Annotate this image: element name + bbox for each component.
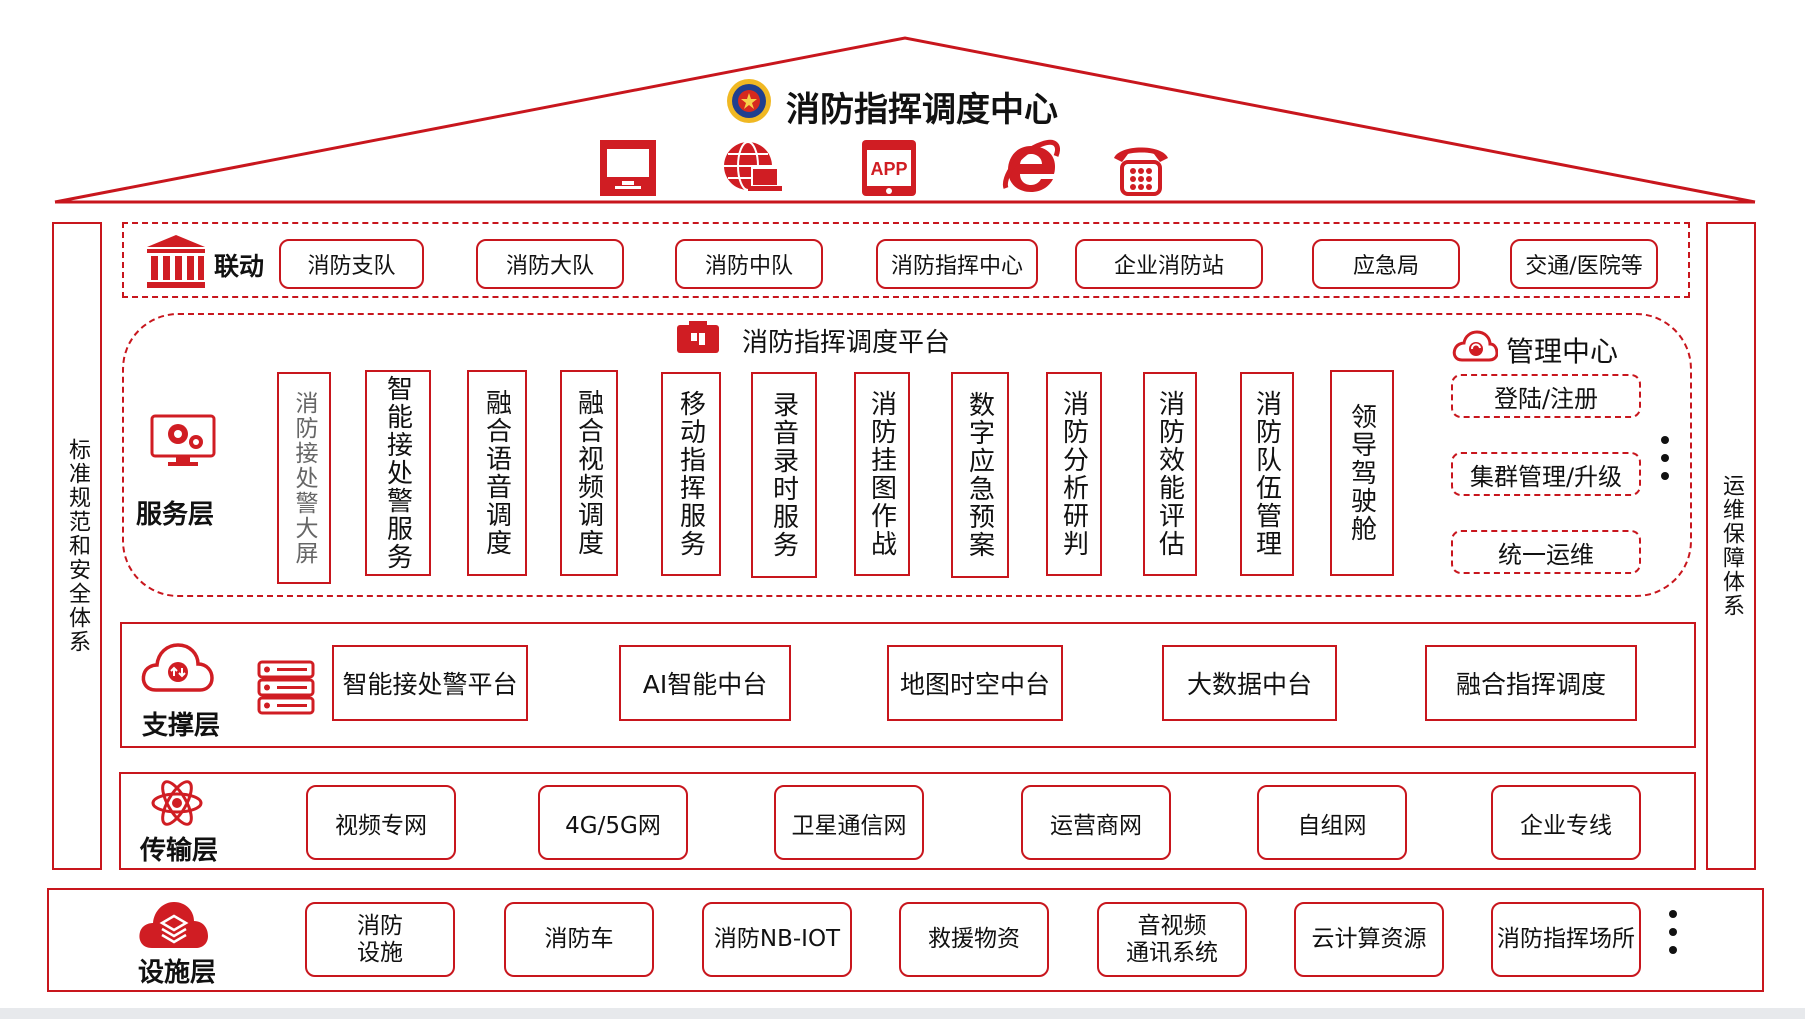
cloud-layers-icon bbox=[136, 896, 212, 952]
linkage-item[interactable]: 交通/医院等 bbox=[1510, 239, 1658, 289]
facility-item-line: 消防指挥场所 bbox=[1497, 926, 1635, 953]
transport-item[interactable]: 4G/5G网 bbox=[538, 785, 688, 860]
service-column[interactable]: 融合语音调度 bbox=[467, 370, 527, 576]
facility-item[interactable]: 消防指挥场所 bbox=[1491, 902, 1641, 977]
service-column[interactable]: 智能接处警服务 bbox=[365, 370, 431, 576]
settings-screen-icon bbox=[150, 412, 218, 470]
facility-item[interactable]: 消防NB-IOT bbox=[702, 902, 852, 977]
more-dots-icon bbox=[1669, 910, 1677, 964]
support-item[interactable]: 智能接处警平台 bbox=[332, 645, 528, 721]
service-column[interactable]: 消防效能评估 bbox=[1143, 372, 1197, 576]
fire-rescue-emblem-icon bbox=[726, 78, 772, 124]
facility-layer-label: 设施层 bbox=[138, 958, 217, 988]
government-building-icon bbox=[145, 233, 207, 289]
bottom-strip bbox=[0, 1008, 1805, 1019]
management-item[interactable]: 登陆/注册 bbox=[1451, 374, 1641, 418]
telephone-icon bbox=[1110, 140, 1172, 196]
transport-item[interactable]: 视频专网 bbox=[306, 785, 456, 860]
management-center-title: 管理中心 bbox=[1506, 335, 1619, 368]
facility-item-line: 救援物资 bbox=[928, 926, 1020, 953]
support-item[interactable]: 大数据中台 bbox=[1162, 645, 1337, 721]
support-layer-label: 支撑层 bbox=[142, 711, 221, 741]
facility-item-line: 消防NB-IOT bbox=[713, 926, 841, 953]
atom-network-icon bbox=[150, 776, 204, 830]
transport-layer bbox=[119, 772, 1696, 870]
linkage-layer bbox=[122, 222, 1690, 298]
service-layer-label: 服务层 bbox=[136, 500, 215, 530]
platform-title: 消防指挥调度平台 bbox=[742, 328, 951, 358]
service-layer bbox=[122, 313, 1692, 597]
management-item[interactable]: 集群管理/升级 bbox=[1451, 452, 1641, 496]
facility-item-line: 音视频 bbox=[1137, 913, 1207, 940]
cloud-transfer-icon bbox=[140, 640, 216, 696]
service-column[interactable]: 融合视频调度 bbox=[560, 370, 618, 576]
service-column[interactable]: 消防队伍管理 bbox=[1240, 372, 1294, 576]
facility-item[interactable]: 云计算资源 bbox=[1294, 902, 1444, 977]
linkage-item[interactable]: 消防大队 bbox=[476, 239, 624, 289]
support-item[interactable]: 融合指挥调度 bbox=[1425, 645, 1637, 721]
facility-layer bbox=[47, 888, 1764, 992]
linkage-item[interactable]: 企业消防站 bbox=[1075, 239, 1263, 289]
linkage-label: 联动 bbox=[214, 252, 265, 281]
svg-text:APP: APP bbox=[870, 159, 907, 179]
service-column[interactable]: 录音录时服务 bbox=[751, 372, 817, 578]
linkage-item[interactable]: 应急局 bbox=[1312, 239, 1460, 289]
right-pillar-ops-assurance: 运维保障体系 bbox=[1706, 222, 1756, 870]
service-column[interactable]: 消防接处警大屏 bbox=[277, 372, 331, 584]
facility-item[interactable]: 救援物资 bbox=[899, 902, 1049, 977]
facility-item-line: 设施 bbox=[357, 939, 403, 966]
transport-item[interactable]: 企业专线 bbox=[1491, 785, 1641, 860]
transport-item[interactable]: 自组网 bbox=[1257, 785, 1407, 860]
page-title: 消防指挥调度中心 bbox=[786, 90, 1058, 130]
facility-item[interactable]: 消防 设施 bbox=[305, 902, 455, 977]
service-column[interactable]: 消防分析研判 bbox=[1046, 372, 1102, 576]
mobile-app-icon: APP bbox=[862, 140, 916, 196]
cloud-sync-icon bbox=[1452, 328, 1499, 364]
management-item[interactable]: 统一运维 bbox=[1451, 530, 1641, 574]
transport-layer-label: 传输层 bbox=[140, 836, 219, 866]
facility-item[interactable]: 消防车 bbox=[504, 902, 654, 977]
facility-item[interactable]: 音视频 通讯系统 bbox=[1097, 902, 1247, 977]
service-column[interactable]: 数字应急预案 bbox=[951, 372, 1009, 578]
facility-item-line: 通讯系统 bbox=[1126, 939, 1218, 966]
support-layer bbox=[120, 622, 1696, 748]
transport-item[interactable]: 卫星通信网 bbox=[774, 785, 924, 860]
service-column[interactable]: 移动指挥服务 bbox=[661, 372, 721, 576]
facility-item-line: 消防车 bbox=[544, 926, 614, 953]
more-dots-icon bbox=[1661, 436, 1669, 490]
facility-item-line: 消防 bbox=[357, 913, 403, 940]
linkage-item[interactable]: 消防中队 bbox=[675, 239, 823, 289]
support-item[interactable]: 地图时空中台 bbox=[887, 645, 1063, 721]
ie-browser-icon bbox=[1002, 138, 1060, 198]
support-item[interactable]: AI智能中台 bbox=[619, 645, 791, 721]
roof-outline bbox=[54, 36, 1756, 204]
server-rack-icon bbox=[257, 660, 315, 716]
left-pillar-standards-security: 标准规范和安全体系 bbox=[52, 222, 102, 870]
platform-icon bbox=[677, 321, 719, 355]
globe-laptop-icon bbox=[722, 140, 782, 196]
transport-item[interactable]: 运营商网 bbox=[1021, 785, 1171, 860]
linkage-item[interactable]: 消防支队 bbox=[279, 239, 424, 289]
linkage-item[interactable]: 消防指挥中心 bbox=[876, 239, 1038, 289]
service-column[interactable]: 消防挂图作战 bbox=[854, 372, 910, 576]
facility-item-line: 云计算资源 bbox=[1311, 926, 1427, 953]
monitor-icon bbox=[600, 140, 656, 196]
service-column[interactable]: 领导驾驶舱 bbox=[1330, 370, 1394, 576]
